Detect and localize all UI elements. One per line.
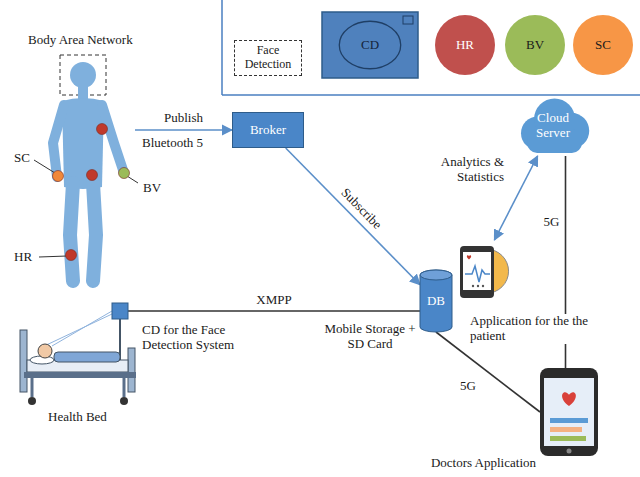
legend-box: CD	[322, 12, 418, 78]
node-label: Face Detection	[238, 44, 298, 72]
legend-box: Face Detection	[234, 40, 302, 76]
database-cylinder: DBMobile Storage + SD Card	[420, 270, 452, 332]
cylinder-top	[420, 270, 452, 280]
shape-outline	[40, 55, 135, 290]
home-button	[567, 449, 572, 454]
camera-body	[112, 303, 128, 319]
edge-label: Publish	[162, 111, 205, 126]
head	[70, 62, 96, 88]
node-caption: CD for the Face Detection System	[142, 323, 272, 353]
heart-beat	[465, 266, 490, 282]
health-bed: Health Bed	[18, 318, 153, 408]
leader-line	[39, 256, 67, 257]
bed-frame	[24, 372, 136, 378]
arm	[102, 105, 124, 173]
leader-line	[34, 160, 55, 173]
human-figure: Body Area Network	[40, 55, 135, 290]
info-bar	[550, 436, 586, 441]
blanket	[54, 352, 120, 362]
color-disc	[435, 15, 495, 75]
panel-border	[222, 94, 640, 96]
sensor-dot	[97, 124, 108, 135]
leg	[70, 183, 73, 281]
legend-circle: SC	[573, 15, 633, 75]
footboard	[128, 348, 135, 392]
sensor-dot	[53, 171, 64, 182]
protocol-label: Bluetooth 5	[140, 136, 205, 151]
connector	[135, 129, 232, 131]
cd-mark	[403, 16, 413, 24]
phone-screen	[544, 378, 594, 446]
node-label: Cloud Server	[525, 111, 581, 141]
panel-border	[221, 0, 223, 95]
edge-label: 5G	[458, 379, 478, 394]
phone-frame	[540, 368, 598, 456]
node-caption: Mobile Storage + SD Card	[324, 322, 416, 352]
sensor-dot	[66, 250, 77, 261]
node-label: DB	[427, 294, 445, 309]
bed-leg	[123, 378, 126, 397]
node-caption: Application for the the patient	[470, 314, 596, 344]
neck	[78, 85, 88, 99]
broker-box: Broker	[232, 112, 304, 148]
node-label: SC	[595, 38, 611, 53]
sensor-label: HR	[12, 250, 34, 265]
menu-dot	[477, 285, 479, 287]
tablet-icon: Application for the the patient	[458, 240, 500, 300]
leader-line	[127, 176, 138, 183]
connector	[436, 332, 540, 412]
edge-label: XMPP	[254, 293, 293, 308]
tablet-frame	[460, 246, 494, 298]
shape-outline	[112, 303, 128, 319]
patient-head	[38, 344, 52, 358]
node-caption: Health Bed	[48, 410, 148, 425]
info-bar	[550, 418, 588, 423]
heart-icon	[562, 392, 576, 406]
cd-lens	[339, 21, 400, 69]
color-disc	[505, 15, 565, 75]
tablet-screen	[463, 252, 491, 290]
info-bar	[550, 427, 582, 432]
node-label: BV	[526, 38, 544, 53]
node-label: Broker	[250, 123, 286, 138]
leg	[93, 183, 96, 281]
menu-dot	[482, 285, 484, 287]
color-disc	[573, 15, 633, 75]
sensor-label: SC	[12, 151, 32, 166]
phone-icon: Doctors Application	[540, 368, 598, 456]
node-label: HR	[456, 38, 474, 53]
node-caption: Doctors Application	[408, 456, 536, 471]
edge-label: Analytics & Statistics	[410, 155, 506, 185]
shape-outline	[458, 240, 500, 300]
face-beam	[40, 314, 112, 348]
wheel	[120, 397, 128, 405]
edge-label: Subscribe	[336, 184, 385, 234]
node-label: CD	[361, 38, 379, 53]
camera-sensor: CD for the Face Detection System	[112, 303, 128, 319]
shape-outline	[540, 368, 598, 456]
menu-dot	[472, 285, 474, 287]
node-caption: Body Area Network	[28, 33, 178, 48]
legend-circle: HR	[435, 15, 495, 75]
wheel	[28, 397, 36, 405]
sensor-dot	[87, 170, 98, 181]
arm	[53, 105, 64, 177]
cd-body	[322, 12, 418, 78]
edge-label: 5G	[542, 215, 562, 230]
legend-circle: BV	[505, 15, 565, 75]
sensor-dot	[119, 168, 130, 179]
shape-outline	[18, 318, 153, 408]
connector	[286, 148, 420, 285]
cloud-shape: Cloud Server	[515, 96, 591, 156]
connector	[128, 310, 420, 312]
torso	[62, 98, 104, 189]
bed-leg	[31, 378, 34, 397]
sensor-label: BV	[141, 181, 163, 196]
headboard	[20, 330, 27, 392]
heart-icon	[467, 255, 471, 259]
cylinder-body	[420, 270, 452, 332]
